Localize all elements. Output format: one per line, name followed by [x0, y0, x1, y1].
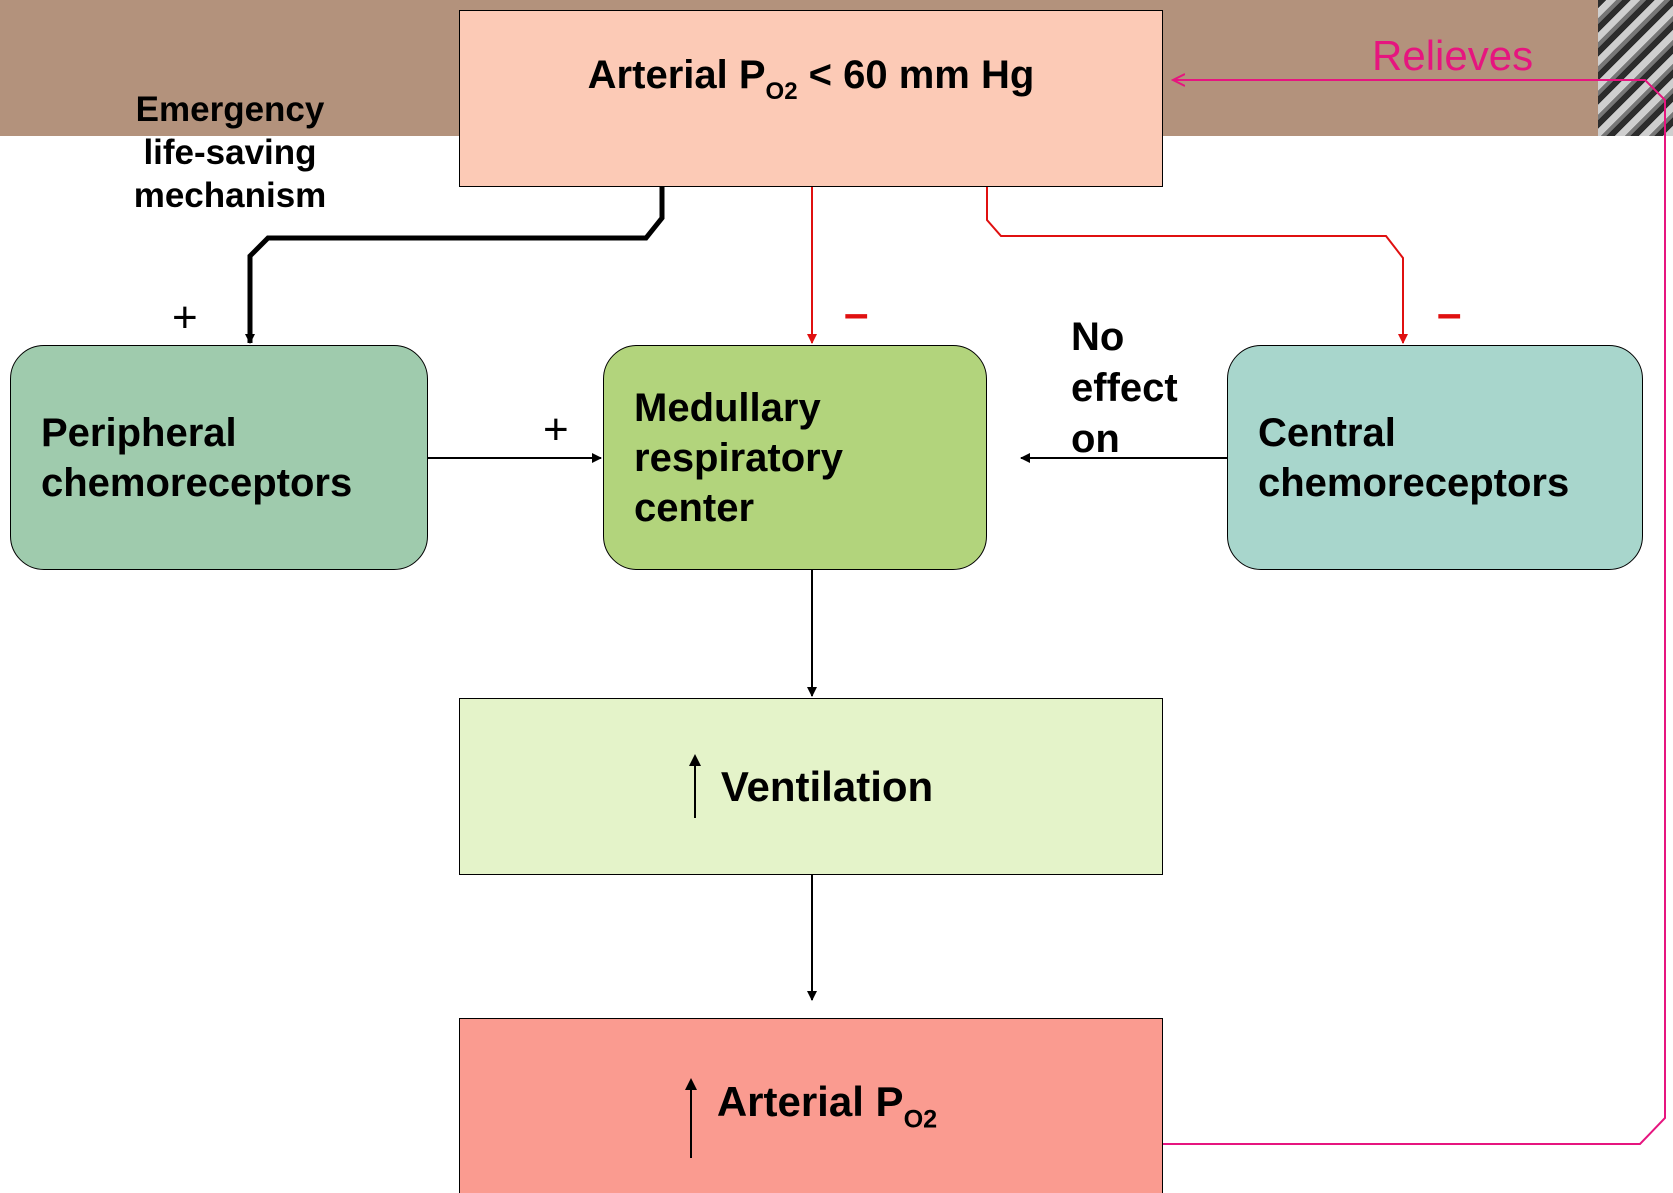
no-effect-line-3: on [1071, 417, 1120, 461]
arterial-po2-high-label: Arterial PO2 [716, 1077, 938, 1134]
minus-sign-medullary: – [844, 289, 869, 338]
plus-sign-medullary: + [543, 405, 569, 454]
emergency-mechanism-label: Emergency life-saving mechanism [110, 88, 350, 217]
peripheral-chemoreceptors-box: Peripheral chemoreceptors [10, 345, 428, 570]
emergency-arrow [245, 187, 665, 344]
emergency-line-1: Emergency [135, 90, 325, 129]
relieves-feedback-arrow [1163, 80, 1666, 1145]
peripheral-line-1: Peripheral [41, 410, 237, 455]
inhibit-arrow-central [986, 187, 1408, 344]
minus-sign-central: – [1437, 289, 1462, 338]
medullary-respiratory-center-box: Medullary respiratory center [603, 345, 987, 570]
ventilation-label: Ventilation [720, 762, 934, 810]
arterial-po2-increase-box: Arterial PO2 [459, 1018, 1163, 1193]
up-arrow-icon [688, 753, 701, 818]
medullary-line-1: Medullary [634, 385, 821, 430]
no-effect-line-2: effect [1071, 366, 1178, 410]
emergency-line-2: life-saving [143, 133, 317, 172]
central-line-2: chemoreceptors [1258, 460, 1570, 505]
arterial-po2-low-box: Arterial PO2 < 60 mm Hg [459, 10, 1163, 187]
corner-texture-image [1598, 0, 1673, 136]
central-chemoreceptors-box: Central chemoreceptors [1227, 345, 1643, 570]
emergency-line-3: mechanism [133, 176, 327, 215]
peripheral-line-2: chemoreceptors [41, 460, 353, 505]
medullary-line-2: respiratory [634, 435, 843, 480]
no-effect-line-1: No [1071, 315, 1125, 359]
plus-sign-peripheral: + [172, 293, 198, 342]
central-line-1: Central [1258, 410, 1396, 455]
arterial-po2-low-label: Arterial PO2 < 60 mm Hg [587, 53, 1035, 105]
up-arrow-icon [684, 1078, 697, 1158]
ventilation-box: Ventilation [459, 698, 1163, 875]
relieves-label: Relieves [1372, 32, 1534, 79]
no-effect-label: No effect on [1071, 312, 1178, 465]
medullary-line-3: center [634, 485, 755, 530]
